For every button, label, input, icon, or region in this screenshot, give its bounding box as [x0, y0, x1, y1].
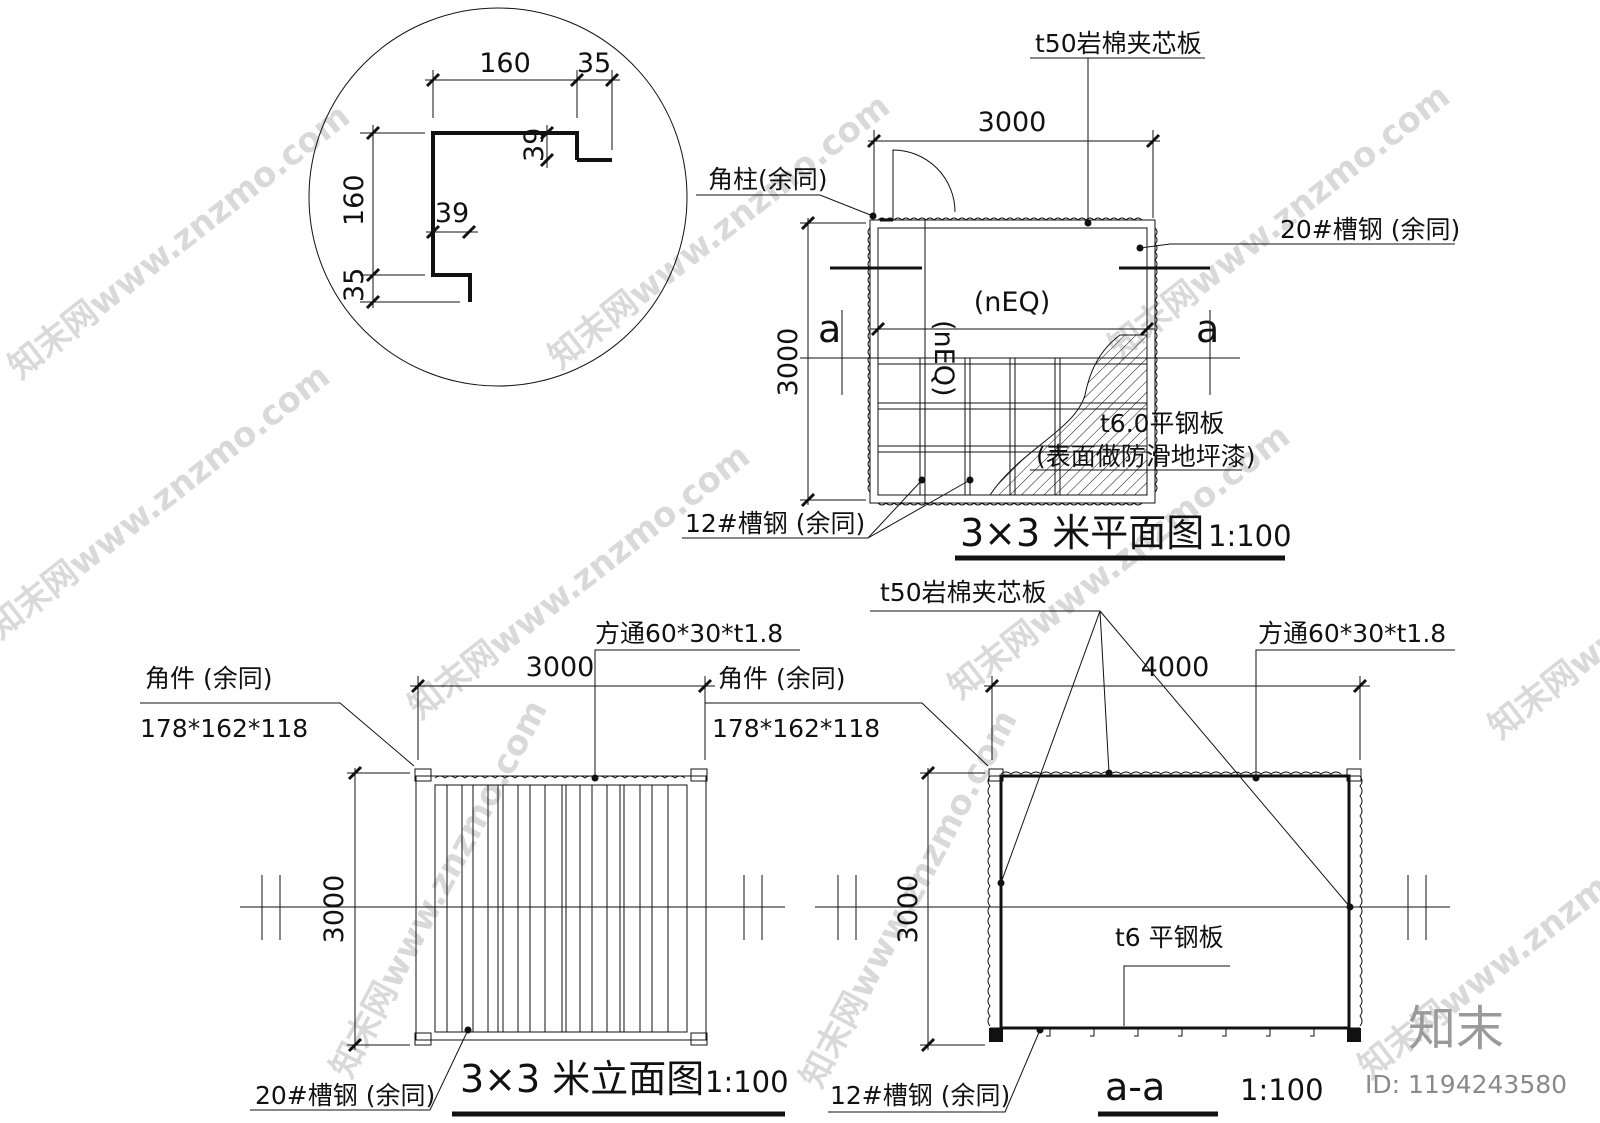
detail-dim-height: 160	[339, 174, 370, 226]
section-label-tube: 方通60*30*t1.8	[1258, 619, 1446, 648]
section-mark-right: a	[1196, 307, 1219, 351]
section-label-channel12: 12#槽钢 (余同)	[830, 1081, 1010, 1110]
section-label-panel: t50岩棉夹芯板	[880, 578, 1047, 607]
section-mark-left: a	[818, 307, 841, 351]
elevation-title: 3×3 米立面图	[460, 1057, 704, 1101]
corner-fitting	[988, 768, 1004, 782]
elevation-label-corner-2: 178*162*118	[140, 714, 308, 743]
floor-joists	[1046, 1028, 1315, 1037]
brand-logo-text: 知末	[1408, 1001, 1504, 1057]
plan-view: a a (nEQ) (nEQ) 3000 3000 t50岩棉夹芯板 角柱(余同…	[682, 29, 1460, 561]
elevation-label-tube: 方通60*30*t1.8	[595, 619, 783, 648]
plan-wall-left	[867, 227, 871, 493]
detail-dim-flange: 35	[577, 48, 611, 79]
door-swing	[892, 149, 956, 220]
section-label-plate: t6 平钢板	[1115, 923, 1224, 952]
corner-fitting	[1346, 768, 1362, 782]
watermark-text: 知末网www.znzmo.com	[1481, 456, 1600, 747]
corner-fitting	[1347, 1028, 1361, 1042]
plan-wall-top	[877, 217, 1143, 221]
plan-label-corner-post: 角柱(余同)	[708, 165, 828, 194]
image-id: ID: 1194243580	[1365, 1070, 1567, 1099]
elevation-view: 3000 3000 方通60*30*t1.8 角件 (余同) 178*162*1…	[140, 619, 800, 1117]
plan-label-channel20: 20#槽钢 (余同)	[1280, 215, 1460, 244]
corner-fitting	[989, 1028, 1003, 1042]
plan-outer-frame	[869, 219, 1156, 504]
watermark-text: 知末网www.znzmo.com	[401, 436, 758, 727]
plan-label-panel: t50岩棉夹芯板	[1035, 29, 1202, 58]
elevation-scale: 1:100	[705, 1065, 789, 1099]
section-label-corner-2: 178*162*118	[712, 714, 880, 743]
detail-dim-bottom: 35	[339, 268, 370, 302]
plan-wall-bottom	[877, 502, 1143, 506]
corner-fitting	[690, 1032, 708, 1046]
elevation-label-channel20: 20#槽钢 (余同)	[255, 1081, 435, 1110]
plan-dim-width: 3000	[978, 107, 1047, 138]
corner-fitting	[414, 1032, 432, 1046]
detail-circle	[308, 7, 688, 387]
plan-title: 3×3 米平面图	[960, 511, 1204, 555]
section-title: a-a	[1105, 1065, 1165, 1109]
plan-label-plate-2: (表面做防滑地坪漆)	[1036, 442, 1256, 471]
corrugated-panels	[446, 785, 669, 1032]
section-dim-width: 4000	[1141, 652, 1210, 683]
watermark-text: 知末网www.znzmo.com	[1, 96, 358, 387]
section-dim-height: 3000	[893, 875, 924, 944]
plan-scale: 1:100	[1208, 519, 1292, 553]
elevation-dim-height: 3000	[319, 875, 350, 944]
plan-neq-vertical: (nEQ)	[928, 320, 959, 397]
section-label-corner-1: 角件 (余同)	[718, 664, 845, 693]
plan-neq-horizontal: (nEQ)	[974, 287, 1051, 318]
section-scale: 1:100	[1240, 1073, 1324, 1107]
elevation-dim-width: 3000	[526, 652, 595, 683]
elevation-label-corner-1: 角件 (余同)	[145, 664, 272, 693]
detail-dim-width: 160	[479, 48, 531, 79]
corner-fitting	[690, 768, 708, 782]
detail-dim-inner-w: 39	[435, 198, 469, 229]
watermark-text: 知末网www.znzmo.com	[323, 693, 556, 1084]
corner-fitting	[414, 768, 432, 782]
section-frame	[999, 774, 1351, 1030]
plan-dim-height: 3000	[773, 328, 804, 397]
detail-dim-inner-h: 39	[519, 128, 550, 162]
watermark-text: 知末网www.znzmo.com	[541, 86, 898, 377]
corner-post-detail: 160 35 39 160 35 39	[308, 7, 688, 387]
section-view: 4000 3000 t50岩棉夹芯板 方通60*30*t1.8 角件 (余同) …	[705, 578, 1455, 1117]
watermark-text: 知末网www.znzmo.com	[0, 356, 338, 647]
plan-label-channel12: 12#槽钢 (余同)	[685, 509, 865, 538]
floor-plate-hatch	[989, 334, 1148, 496]
plan-label-plate-1: t6.0平钢板	[1100, 409, 1225, 438]
corner-post-profile	[431, 131, 612, 302]
plan-wall-right	[1154, 227, 1158, 493]
